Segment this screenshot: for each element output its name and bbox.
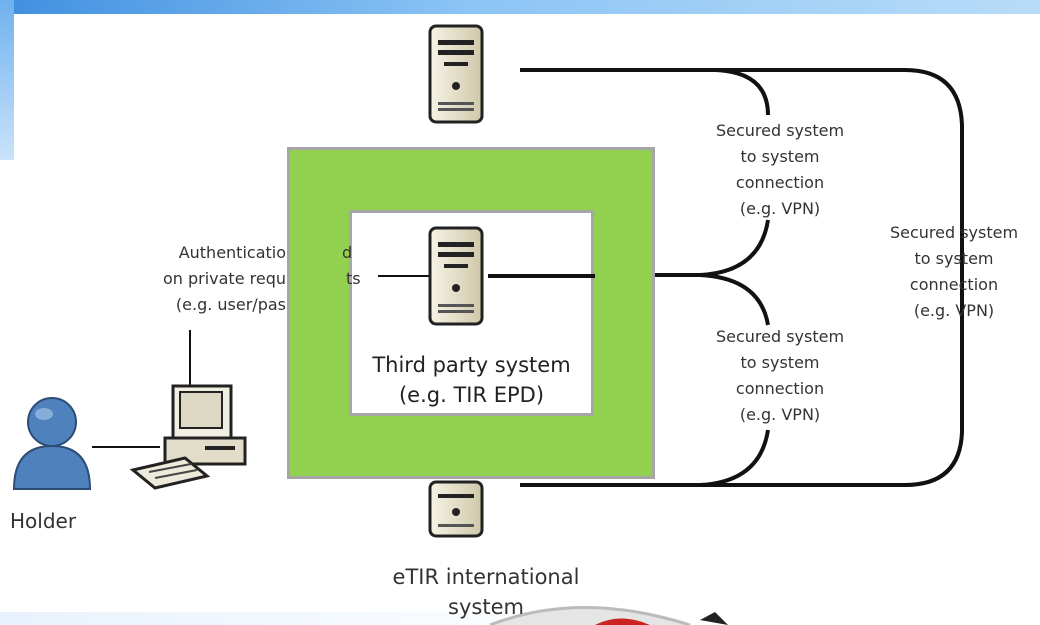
auth-label-tail-2: ts [346, 269, 361, 288]
auth-label: Authenticatio on private requ (e.g. user… [162, 243, 286, 314]
top-decor-bar [0, 0, 1040, 14]
holder-person-icon [12, 397, 92, 490]
etir-label: eTIR international system [392, 565, 580, 619]
third-party-server-icon [428, 226, 484, 326]
third-party-label: Third party system (e.g. TIR EPD) [372, 353, 571, 407]
etir-server-icon [428, 480, 484, 538]
auth-label-tail-1: d [342, 243, 353, 262]
computer-icon [129, 384, 247, 490]
holder-label: Holder [10, 509, 77, 533]
left-decor-bar [0, 0, 14, 160]
